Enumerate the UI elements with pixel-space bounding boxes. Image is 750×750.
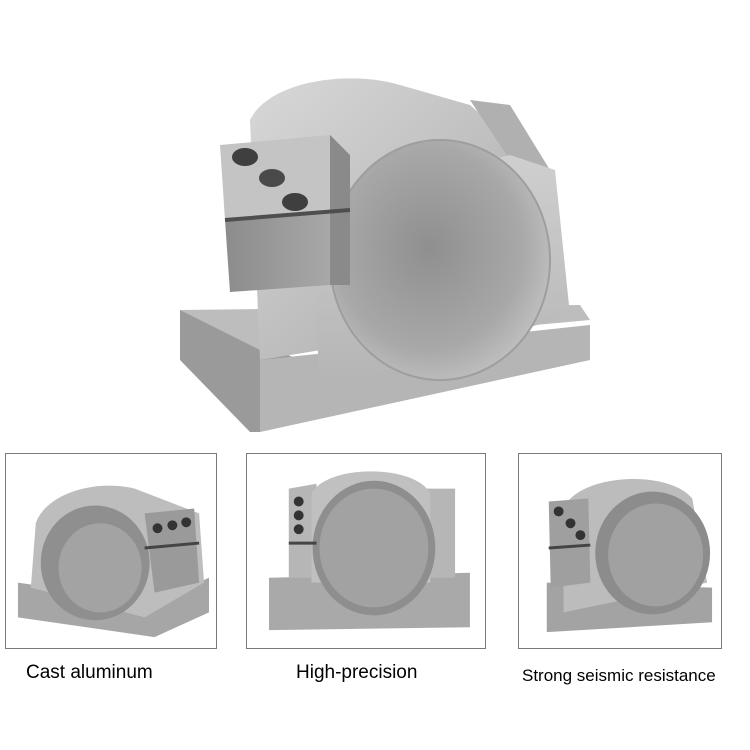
detail-image-panel-1 (5, 453, 217, 649)
caption-strong-seismic-resistance: Strong seismic resistance (522, 666, 716, 685)
spindle-bracket-left-view-image (17, 485, 209, 638)
spindle-bracket-front-view-image (269, 471, 470, 631)
caption-high-precision: High-precision (296, 662, 418, 683)
spindle-bracket-right-view-image (546, 479, 713, 633)
spindle-bracket-main-image (180, 78, 590, 432)
caption-cast-aluminum: Cast aluminum (26, 662, 153, 683)
detail-image-panel-2 (246, 453, 486, 649)
detail-image-panel-3 (518, 453, 722, 649)
